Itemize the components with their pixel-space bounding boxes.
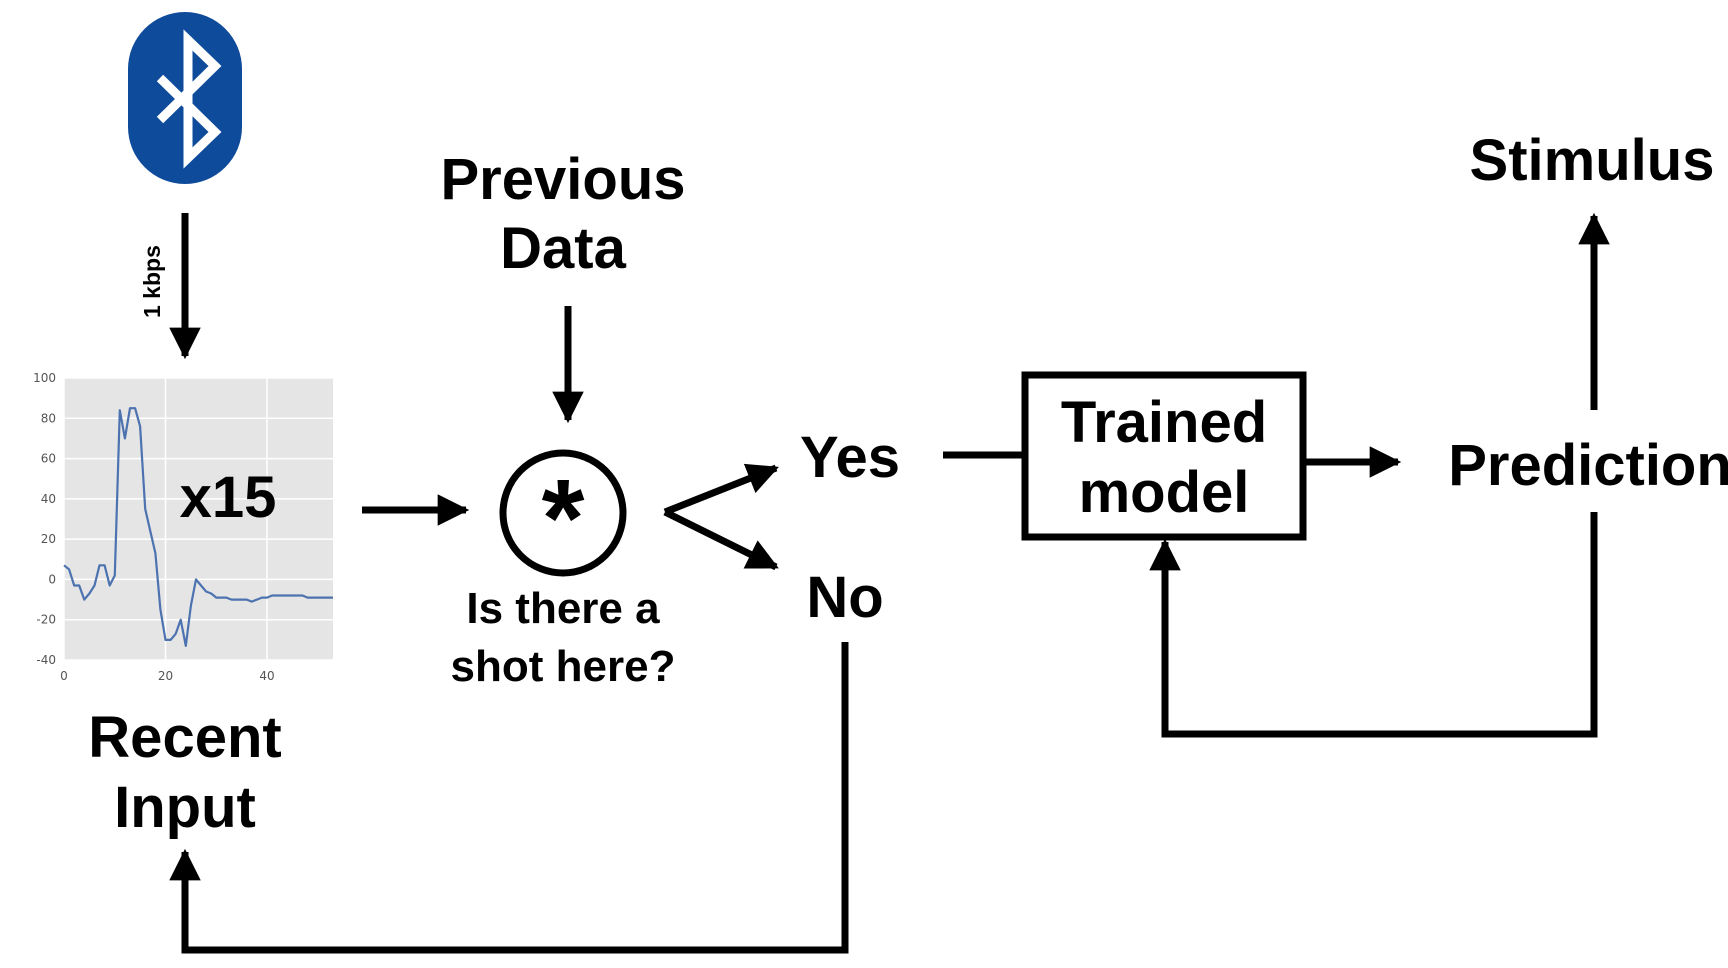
previous-data-label-line1: Previous bbox=[441, 147, 686, 212]
x-tick-label: 40 bbox=[259, 669, 274, 683]
model-label-line2: model bbox=[1079, 460, 1250, 525]
prediction-label: Prediction bbox=[1448, 433, 1728, 498]
y-tick-label: 20 bbox=[41, 532, 56, 546]
plot-background bbox=[64, 378, 333, 660]
yes-label: Yes bbox=[800, 425, 900, 490]
stimulus-label: Stimulus bbox=[1470, 128, 1715, 193]
no-label: No bbox=[806, 565, 883, 630]
question-label-line1: Is there a bbox=[466, 584, 660, 633]
y-tick-label: 80 bbox=[41, 411, 56, 425]
y-tick-label: 0 bbox=[48, 572, 56, 586]
bandwidth-label: 1 kbps bbox=[139, 245, 165, 318]
model-label-line1: Trained bbox=[1061, 390, 1267, 455]
recent-input-label-line1: Recent bbox=[88, 705, 281, 770]
y-tick-label: 100 bbox=[33, 371, 56, 385]
y-tick-label: -20 bbox=[36, 613, 56, 627]
multiplier-label: x15 bbox=[180, 465, 277, 530]
operator-to-no-arrow bbox=[663, 508, 779, 571]
previous-data-label-line2: Data bbox=[500, 216, 626, 281]
convolution-operator: * bbox=[499, 449, 627, 580]
x-tick-label: 20 bbox=[158, 669, 173, 683]
no-feedback-arrow bbox=[169, 642, 849, 954]
question-label-line2: shot here? bbox=[451, 642, 676, 691]
signal-plot: 100 80 60 40 20 0 -20 -40 0 20 40 bbox=[33, 371, 333, 683]
signal-line bbox=[63, 407, 333, 648]
x-tick-label: 0 bbox=[60, 669, 68, 683]
y-tick-label: 60 bbox=[41, 452, 56, 466]
bluetooth-icon bbox=[128, 12, 242, 184]
trained-model-box: Trained model bbox=[1021, 371, 1307, 541]
y-tick-label: 40 bbox=[41, 492, 56, 506]
y-tick-label: -40 bbox=[36, 653, 56, 667]
operator-symbol: * bbox=[542, 457, 585, 580]
operator-to-yes-arrow bbox=[663, 463, 779, 516]
recent-input-label-line2: Input bbox=[114, 775, 256, 840]
prediction-feedback-arrow bbox=[1149, 512, 1598, 738]
